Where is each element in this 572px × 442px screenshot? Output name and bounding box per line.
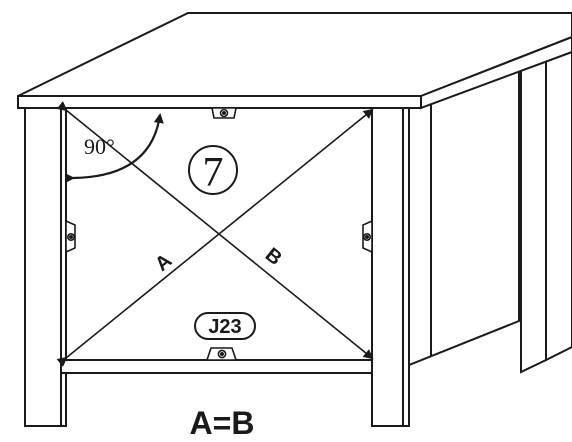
- bottom-shelf: [60, 359, 373, 374]
- equation-label: A=B: [190, 405, 255, 441]
- right-angle-arc: [64, 113, 164, 184]
- part-label-text: J23: [208, 316, 241, 338]
- right-bracket-icon: [362, 219, 373, 254]
- step-number-badge: 7: [188, 145, 238, 196]
- left-bracket-icon: [65, 219, 76, 254]
- part-label-badge: J23: [194, 312, 256, 340]
- front-right-leg: [371, 107, 410, 427]
- bottom-bracket-icon: [205, 347, 238, 361]
- step-number-text: 7: [203, 150, 224, 196]
- front-left-leg: [24, 107, 67, 427]
- rear-right-leg: [520, 29, 572, 374]
- top-bracket-icon: [211, 107, 237, 119]
- diagonal-b-label: B: [261, 244, 286, 270]
- angle-label: 90°: [84, 134, 115, 159]
